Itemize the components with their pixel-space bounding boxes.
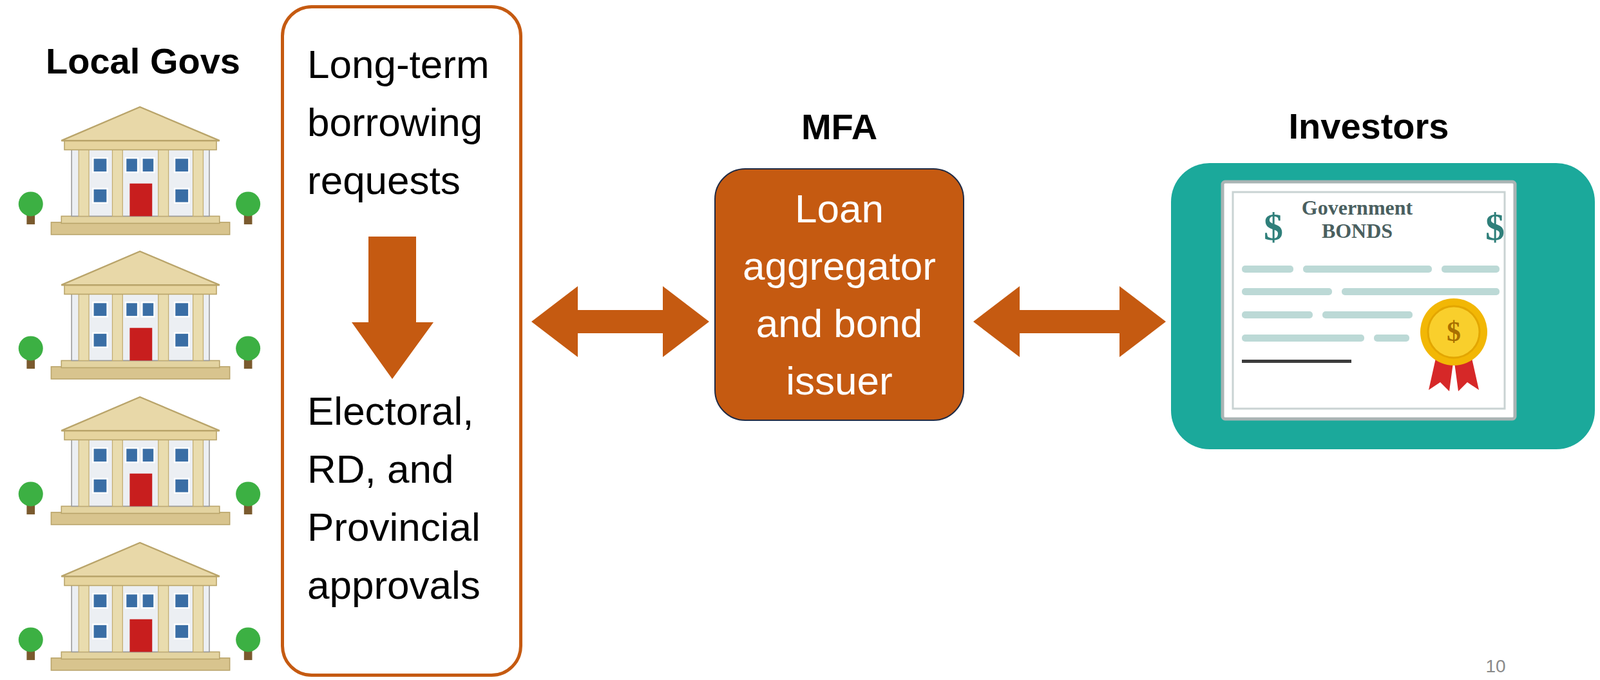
investor-panel: InvestorsGovernment BONDS [1171,162,1595,449]
node-heading: Investors [1288,104,1450,148]
down-arrow [351,236,434,379]
page-number: 10 [1485,655,1506,677]
process-box: MFALoan aggregator and bond issuer [714,168,965,421]
column-heading: Local Govs [45,40,241,82]
dollar-sign: $ [1446,315,1461,349]
dollar-sign: $ [1263,204,1284,250]
block-arrow [531,285,710,357]
dollar-sign: $ [1485,204,1505,250]
block-arrow [973,285,1166,357]
group-box: Long-term borrowing requestsElectoral, R… [280,5,523,677]
text-block: Electoral, RD, and Provincial approvals [307,381,511,614]
node-heading: MFA [801,104,878,149]
text-block: Long-term borrowing requests [307,35,511,210]
certificate-title: Government BONDS [1279,196,1435,243]
box-text: Loan aggregator and bond issuer [724,179,954,410]
